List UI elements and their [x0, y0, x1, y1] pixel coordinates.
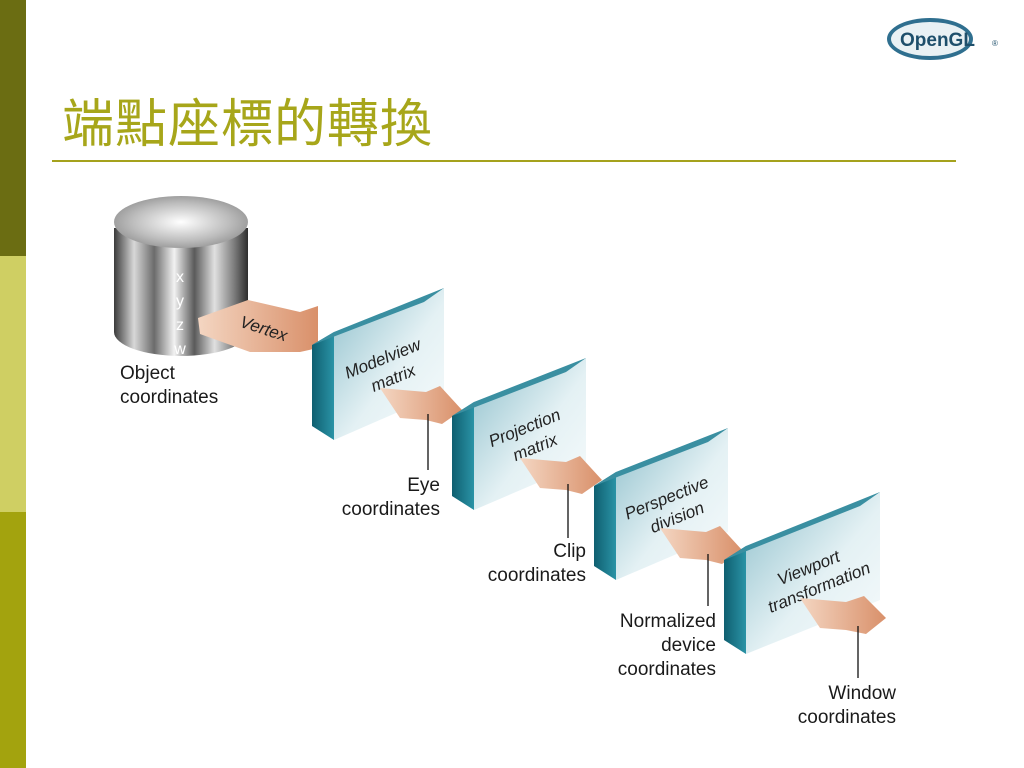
opengl-logo: OpenGL ® — [887, 18, 998, 60]
eye-coordinates-label: Eye coordinates — [341, 475, 440, 520]
sidebar-top — [0, 0, 26, 256]
arrow-modelview-to-projection — [380, 386, 462, 424]
arrow-projection-to-perspective — [520, 456, 602, 494]
normalized-device-coordinates-label: Normalized device coordinates — [617, 611, 716, 680]
title-divider — [52, 160, 956, 162]
object-coordinates-label: Object coordinates — [120, 363, 219, 408]
component-w: w — [173, 341, 186, 358]
component-x: x — [176, 269, 184, 286]
svg-text:®: ® — [992, 39, 998, 48]
arrow-perspective-to-viewport — [660, 526, 742, 564]
page-title: 端點座標的轉換 — [62, 95, 434, 155]
sidebar-bottom — [0, 512, 26, 768]
sidebar-middle — [0, 256, 26, 512]
vertex-arrow: Vertex — [198, 300, 318, 352]
clip-coordinates-label: Clip coordinates — [487, 541, 586, 586]
window-coordinates-label: Window coordinates — [797, 683, 896, 728]
component-y: y — [176, 293, 184, 310]
svg-text:OpenGL: OpenGL — [900, 30, 975, 51]
component-z: z — [176, 317, 184, 334]
arrow-viewport-output — [800, 596, 886, 634]
